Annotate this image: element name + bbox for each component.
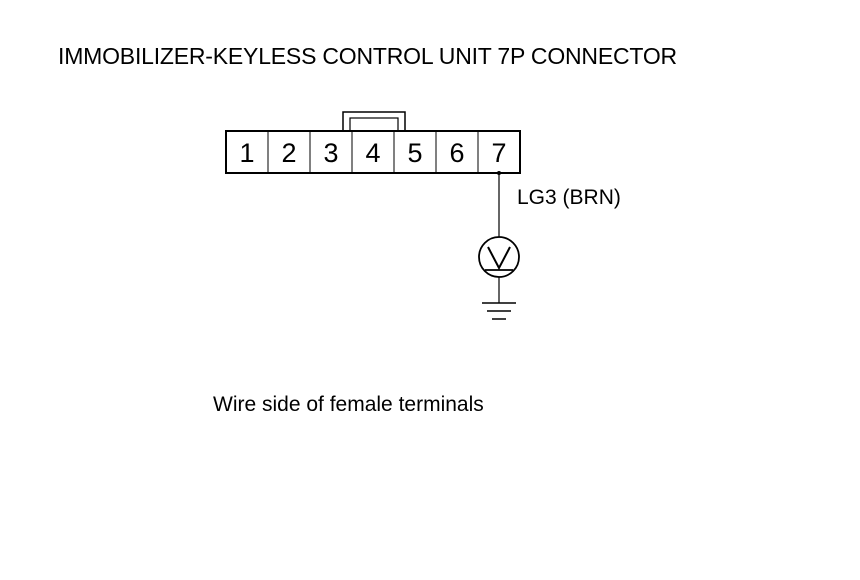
pin-label-4: 4	[365, 138, 380, 168]
probe-wire	[497, 171, 501, 237]
connector-housing	[225, 130, 521, 174]
diagram-title: IMMOBILIZER-KEYLESS CONTROL UNIT 7P CONN…	[58, 43, 677, 69]
wire-side-caption: Wire side of female terminals	[213, 393, 484, 416]
voltmeter-icon	[478, 236, 520, 278]
connector-lock-tab	[342, 111, 406, 132]
pin-label-1: 1	[239, 138, 254, 168]
pin-label-7: 7	[491, 138, 506, 168]
pin-label-2: 2	[281, 138, 296, 168]
wire-color-label: LG3 (BRN)	[517, 186, 621, 209]
pin-label-6: 6	[449, 138, 464, 168]
ground-icon	[482, 302, 516, 320]
pin-label-3: 3	[323, 138, 338, 168]
pin-label-5: 5	[407, 138, 422, 168]
